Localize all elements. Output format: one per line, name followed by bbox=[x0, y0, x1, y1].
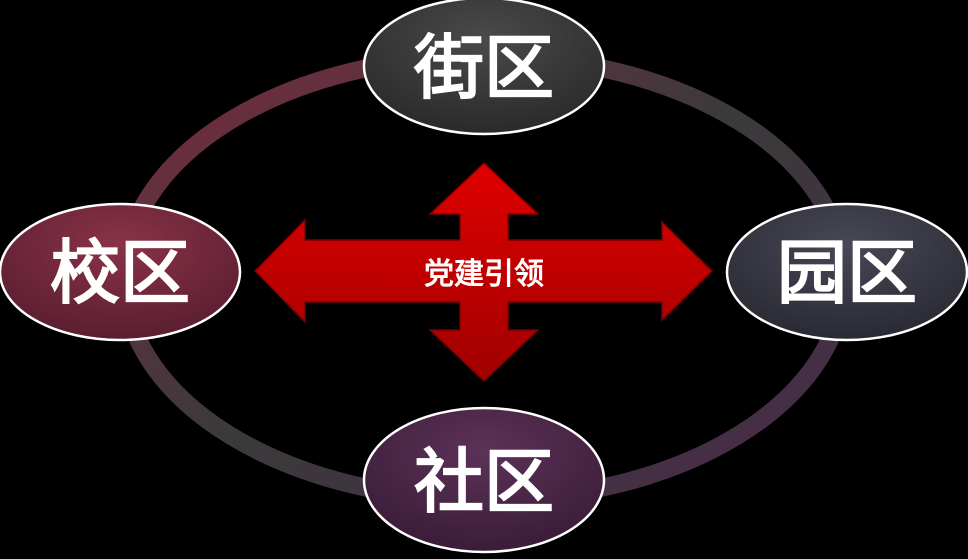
node-bottom: 社区 bbox=[362, 406, 606, 554]
center-label: 党建引领 bbox=[424, 257, 544, 292]
node-left-label: 校区 bbox=[50, 232, 190, 314]
node-right-label: 园区 bbox=[777, 232, 917, 314]
node-right: 园区 bbox=[725, 202, 968, 342]
four-way-arrow bbox=[253, 161, 714, 383]
node-top-label: 街区 bbox=[413, 27, 554, 109]
node-left: 校区 bbox=[0, 202, 242, 342]
node-top: 街区 bbox=[362, 0, 606, 136]
node-bottom-label: 社区 bbox=[414, 441, 554, 523]
